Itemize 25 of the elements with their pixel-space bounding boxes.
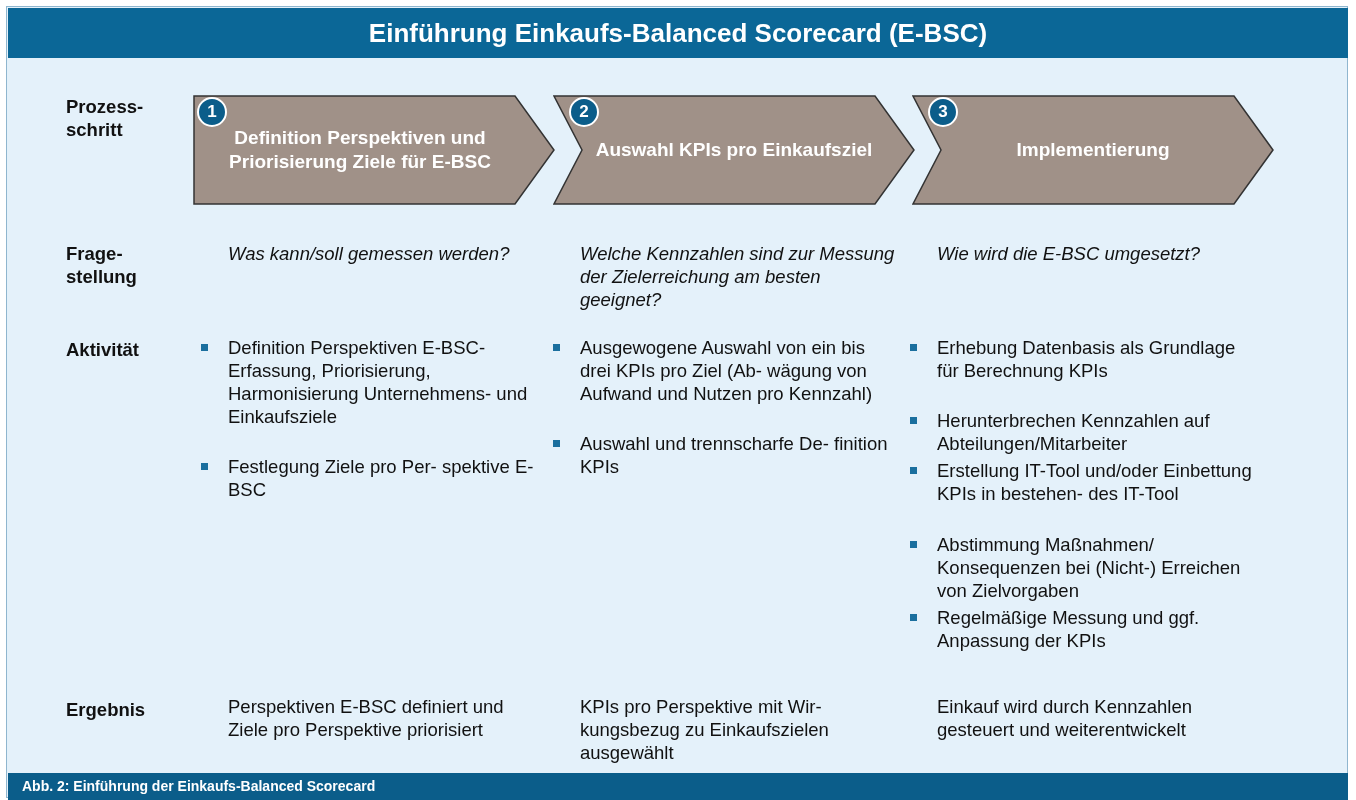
bullet-text: Regelmäßige Messung und ggf. Anpassung der KPIs <box>937 606 1201 652</box>
result-text: Perspektiven E-BSC definiert und Ziele pro Perspektive priorisiert <box>228 695 505 741</box>
step-title: Auswahl KPIs pro Einkaufsziel <box>595 138 873 162</box>
row-header: Aktivität <box>66 338 139 361</box>
bullet-text: Festlegung Ziele pro Per- spektive E-BSC <box>228 455 535 501</box>
caption-bar: Abb. 2: Einführung der Einkaufs-Balanced Scorecard <box>8 773 1348 800</box>
row-header: Ergebnis <box>66 698 146 721</box>
bullet-text: Definition Perspektiven E-BSC-Erfassung, Priorisierung, Harmonisierung Unternehmens- und Einkaufsziele <box>228 336 529 428</box>
question-text: Welche Kennzahlen sind zur Messung der Zielerreichung am besten geeignet? <box>580 242 896 311</box>
row-header: Prozess- schritt <box>66 95 144 141</box>
result-text: Einkauf wird durch Kennzahlen gesteuert und weiterentwickelt <box>937 695 1194 741</box>
chevron-step <box>193 95 555 205</box>
bullet-text: Herunterbrechen Kennzahlen auf Abteilungen/Mitarbeiter <box>937 409 1211 455</box>
question-text: Was kann/soll gemessen werden? <box>228 242 511 265</box>
bullet-text: Abstimmung Maßnahmen/ Konsequenzen bei (Nicht-) Erreichen von Zielvorgaben <box>937 533 1242 602</box>
bullet-text: Erstellung IT-Tool und/oder Einbettung KPIs in bestehen- des IT-Tool <box>937 459 1253 505</box>
bullet-text: Auswahl und trennscharfe De- finition KPIs <box>580 432 889 478</box>
row-header: Frage- stellung <box>66 242 137 288</box>
step-title: Implementierung <box>1016 138 1170 162</box>
step-title: Definition Perspektiven und Priorisierung Ziele für E-BSC <box>228 126 492 174</box>
result-text: KPIs pro Perspektive mit Wir- kungsbezug zu Einkaufszielen ausgewählt <box>580 695 830 764</box>
title-bar: Einführung Einkaufs-Balanced Scorecard (E-BSC) <box>8 8 1348 58</box>
question-text: Wie wird die E-BSC umgesetzt? <box>937 242 1202 265</box>
bullet-text: Erhebung Datenbasis als Grundlage für Berechnung KPIs <box>937 336 1237 382</box>
bullet-text: Ausgewogene Auswahl von ein bis drei KPIs pro Ziel (Ab- wägung von Aufwand und Nutzen pro Kennzahl) <box>580 336 874 405</box>
